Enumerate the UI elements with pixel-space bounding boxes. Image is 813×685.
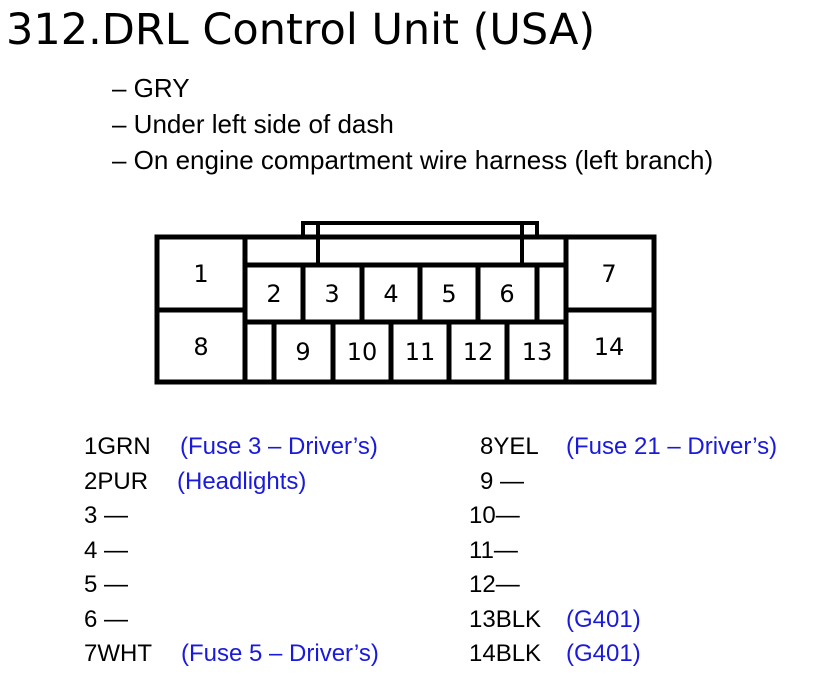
pin-9-label: 9 (295, 338, 310, 366)
wire-note: (G401) (566, 640, 641, 667)
location-notes: – GRY – Under left side of dash – On eng… (112, 70, 713, 178)
wire-row: 6 — (84, 603, 379, 638)
wire-row: 4 — (84, 534, 379, 569)
wire-row: 14BLK (G401) (469, 637, 777, 672)
pin-3-label: 3 (324, 280, 339, 308)
wire-row: 7WHT (Fuse 5 – Driver’s) (84, 637, 379, 672)
note-harness: – On engine compartment wire harness (le… (112, 145, 714, 175)
wire-code: 8YEL (480, 433, 539, 460)
wire-row: 3 — (84, 499, 379, 534)
wire-code: 6 — (84, 605, 129, 633)
pin-1-label: 1 (193, 260, 208, 288)
wire-list-right: 8YEL (Fuse 21 – Driver’s) 9 — 10— 11— 12—… (469, 430, 777, 672)
pin-11-label: 11 (405, 338, 436, 366)
pin-5-label: 5 (441, 280, 456, 308)
wire-code: 12— (469, 571, 520, 598)
wire-code: 9 — (480, 467, 525, 495)
note-location: – Under left side of dash (112, 109, 394, 139)
wire-note: (G401) (566, 605, 641, 633)
pin-7-label: 7 (601, 260, 616, 288)
wire-row: 5 — (84, 568, 379, 603)
wire-code: 13BLK (469, 605, 542, 633)
pin-10-label: 10 (347, 338, 378, 366)
wire-code: 2PUR (84, 467, 149, 495)
wire-code: 3 — (84, 502, 129, 529)
wire-row: 9 — (469, 465, 777, 500)
wire-row: 1GRN (Fuse 3 – Driver’s) (84, 430, 379, 465)
wire-row: 13BLK (G401) (469, 603, 777, 638)
page-title: 312.DRL Control Unit (USA) (6, 5, 596, 55)
pin-13-label: 13 (522, 338, 553, 366)
pin-12-label: 12 (463, 338, 494, 366)
wire-code: 7WHT (84, 640, 152, 667)
pin-14-label: 14 (594, 333, 625, 361)
wire-code: 5 — (84, 571, 129, 598)
wire-code: 11— (469, 536, 518, 564)
wire-note: (Fuse 21 – Driver’s) (566, 433, 778, 460)
pin-4-label: 4 (383, 280, 398, 308)
wire-row: 8YEL (Fuse 21 – Driver’s) (469, 430, 777, 465)
wire-code: 1GRN (84, 433, 151, 460)
wire-code: 4 — (84, 536, 129, 564)
wire-list-left: 1GRN (Fuse 3 – Driver’s) 2PUR (Headlights)… (84, 430, 379, 672)
wire-row: 10— (469, 499, 777, 534)
wire-note: (Headlights) (177, 467, 307, 495)
wire-row: 12— (469, 568, 777, 603)
connector-latch (301, 221, 539, 239)
note-color: – GRY (112, 73, 190, 103)
wire-row: 11— (469, 534, 777, 569)
wire-code: 14BLK (469, 640, 542, 667)
pin-8-label: 8 (193, 333, 208, 361)
pin-2-label: 2 (266, 280, 281, 308)
wire-note: (Fuse 5 – Driver’s) (181, 640, 379, 667)
pin-6-label: 6 (499, 280, 514, 308)
wire-note: (Fuse 3 – Driver’s) (180, 433, 378, 460)
wire-code: 10— (469, 502, 520, 529)
wire-row: 2PUR (Headlights) (84, 465, 379, 500)
